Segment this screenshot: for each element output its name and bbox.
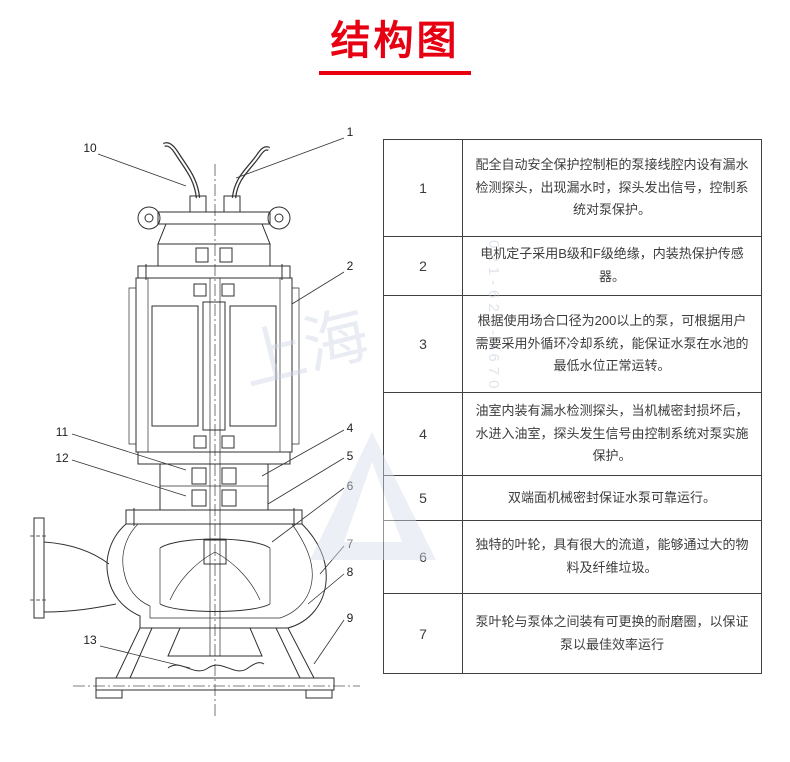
row-description-cell: 泵叶轮与泵体之间装有可更换的耐磨圈，以保证泵以最佳效率运行 bbox=[462, 593, 762, 674]
row-number-cell: 2 bbox=[383, 236, 463, 296]
table-row: 2 电机定子采用B级和F级绝缘，内装热保护传感器。 bbox=[383, 236, 762, 296]
table-row: 3 根据使用场合口径为200以上的泵，可根据用户需要采用外循环冷却系统，能保证水… bbox=[383, 295, 762, 393]
callout-12-leader bbox=[71, 459, 187, 497]
spec-table: 1 配全自动安全保护控制柜的泵接线腔内设有漏水检测探头，出现漏水时，探头发出信号… bbox=[383, 139, 762, 674]
callout-5: 5 bbox=[347, 449, 354, 463]
agitator-vane bbox=[167, 662, 265, 672]
callout-2-leader bbox=[291, 271, 345, 305]
table-row: 5 双端面机械密封保证水泵可靠运行。 bbox=[383, 475, 762, 521]
impeller-hub bbox=[203, 539, 227, 565]
callout-4-leader bbox=[261, 429, 345, 477]
callout-9-leader bbox=[313, 619, 345, 665]
callout-2: 2 bbox=[347, 259, 354, 273]
callout-9: 9 bbox=[347, 611, 354, 625]
row-description-cell: 双端面机械密封保证水泵可靠运行。 bbox=[462, 475, 762, 521]
table-row: 7 泵叶轮与泵体之间装有可更换的耐磨圈，以保证泵以最佳效率运行 bbox=[383, 593, 762, 674]
mechanical-seal-upper bbox=[191, 467, 207, 485]
row-description-cell: 独特的叶轮，具有很大的流道，能够通过大的物料及纤维垃圾。 bbox=[462, 520, 762, 594]
row-description-cell: 根据使用场合口径为200以上的泵，可根据用户需要采用外循环冷却系统，能保证水泵在… bbox=[462, 295, 762, 393]
pump-casing bbox=[106, 508, 327, 629]
row-number-cell: 3 bbox=[383, 295, 463, 393]
callout-6: 6 bbox=[347, 479, 354, 493]
callout-10: 10 bbox=[83, 141, 97, 155]
mechanical-seal-lower bbox=[191, 489, 207, 507]
table-row: 6 独特的叶轮，具有很大的流道，能够通过大的物料及纤维垃圾。 bbox=[383, 520, 762, 594]
callout-12: 12 bbox=[55, 451, 69, 465]
pump-structure-diagram: 10 1 2 11 12 4 5 6 7 8 9 13 bbox=[30, 125, 360, 716]
pump-shaft bbox=[209, 278, 221, 656]
title-underline bbox=[319, 71, 471, 75]
impeller bbox=[159, 538, 271, 612]
callout-13: 13 bbox=[83, 633, 97, 647]
oil-chamber-seal-housing bbox=[137, 451, 291, 511]
callout-1-leader bbox=[235, 137, 345, 179]
table-row: 1 配全自动安全保护控制柜的泵接线腔内设有漏水检测探头，出现漏水时，探头发出信号… bbox=[383, 139, 762, 237]
row-number-cell: 7 bbox=[383, 593, 463, 674]
page-header: 结构图 bbox=[0, 8, 790, 75]
lifting-handle bbox=[137, 206, 291, 230]
callout-7: 7 bbox=[347, 537, 354, 551]
callout-8-leader bbox=[307, 573, 345, 605]
row-description-cell: 电机定子采用B级和F级绝缘，内装热保护传感器。 bbox=[462, 236, 762, 296]
bearings bbox=[193, 283, 235, 449]
row-number-cell: 1 bbox=[383, 139, 463, 237]
callout-5-leader bbox=[267, 457, 345, 505]
row-number-cell: 6 bbox=[383, 520, 463, 594]
motor-housing bbox=[128, 264, 300, 453]
callout-4: 4 bbox=[347, 421, 354, 435]
callout-11: 11 bbox=[56, 425, 69, 439]
suction-agitator bbox=[167, 627, 265, 672]
callout-13-leader bbox=[99, 645, 191, 669]
discharge-flange bbox=[30, 517, 117, 619]
stator-winding-left bbox=[151, 305, 199, 427]
callout-6-leader bbox=[271, 487, 345, 543]
callout-11-leader bbox=[71, 433, 187, 471]
rotor-core bbox=[202, 301, 226, 431]
callout-7-leader bbox=[319, 545, 345, 575]
table-row: 4 油室内装有漏水检测探头，当机械密封损坏后，水进入油室，探头发生信号由控制系统… bbox=[383, 392, 762, 476]
row-number-cell: 5 bbox=[383, 475, 463, 521]
cable-gland-left bbox=[189, 195, 207, 213]
callout-8: 8 bbox=[347, 565, 354, 579]
terminal-box bbox=[157, 223, 271, 267]
stator-winding-right bbox=[229, 305, 277, 427]
stator-windings bbox=[151, 301, 277, 431]
power-cables bbox=[162, 142, 271, 213]
callout-10-leader bbox=[97, 153, 187, 187]
page-title: 结构图 bbox=[330, 19, 460, 63]
row-description-cell: 油室内装有漏水检测探头，当机械密封损坏后，水进入油室，探头发生信号由控制系统对泵… bbox=[462, 392, 762, 476]
callout-1: 1 bbox=[347, 125, 354, 139]
cable-gland-right bbox=[223, 195, 241, 213]
row-description-cell: 配全自动安全保护控制柜的泵接线腔内设有漏水检测探头，出现漏水时，探头发出信号，控… bbox=[462, 139, 762, 237]
row-number-cell: 4 bbox=[383, 392, 463, 476]
callout-leaders bbox=[71, 137, 345, 669]
